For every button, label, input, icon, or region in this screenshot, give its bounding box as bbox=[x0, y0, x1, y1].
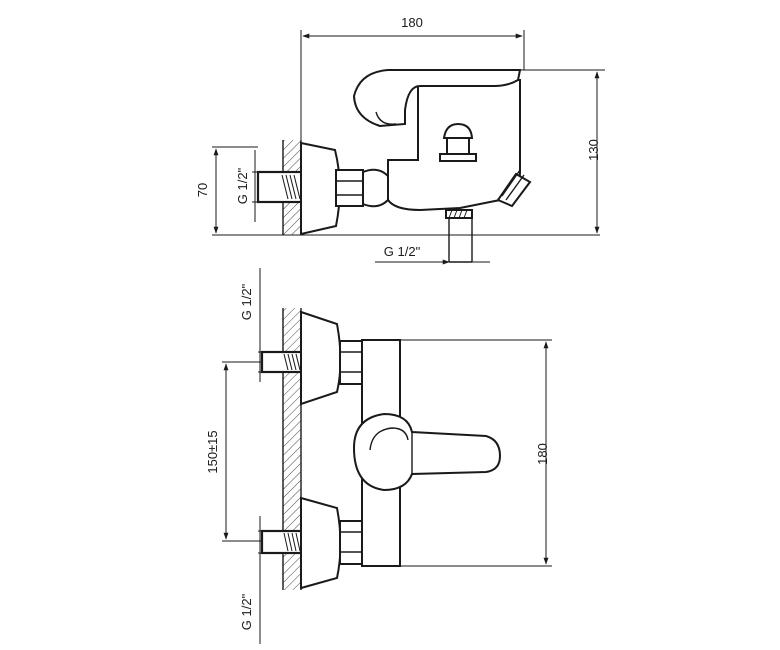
width-dimension-label: 180 bbox=[401, 15, 423, 30]
eccentric-nut bbox=[335, 169, 364, 207]
lever-handle bbox=[352, 69, 522, 128]
front-view: 150±15 G 1/2" G 1/2" 180 bbox=[205, 268, 552, 644]
wall-hatch bbox=[283, 308, 301, 590]
connector bbox=[362, 168, 389, 208]
top-escutcheon bbox=[300, 310, 342, 406]
spacing-dimension-label: 150±15 bbox=[205, 430, 220, 473]
inlet-thread-label: G 1/2" bbox=[235, 167, 250, 204]
inlet-thread bbox=[256, 170, 305, 204]
top-view: 180 130 70 G 1/2" G 1/2" bbox=[195, 15, 605, 265]
bottom-inlet bbox=[260, 496, 363, 590]
bottom-escutcheon bbox=[300, 496, 342, 590]
front-height-dimension-label: 180 bbox=[535, 443, 550, 465]
offset-dimension-label: 70 bbox=[195, 183, 210, 197]
height-dimension-label: 130 bbox=[586, 139, 601, 161]
bottom-inlet-thread-label: G 1/2" bbox=[239, 593, 254, 630]
top-inlet bbox=[260, 310, 363, 406]
top-inlet-thread-label: G 1/2" bbox=[239, 283, 254, 320]
bottom-nut bbox=[339, 520, 363, 565]
outlet-thread-label: G 1/2" bbox=[384, 244, 421, 259]
escutcheon bbox=[300, 141, 341, 236]
top-nut bbox=[339, 340, 363, 385]
lever-handle bbox=[352, 412, 502, 492]
diverter-knob bbox=[439, 122, 477, 162]
